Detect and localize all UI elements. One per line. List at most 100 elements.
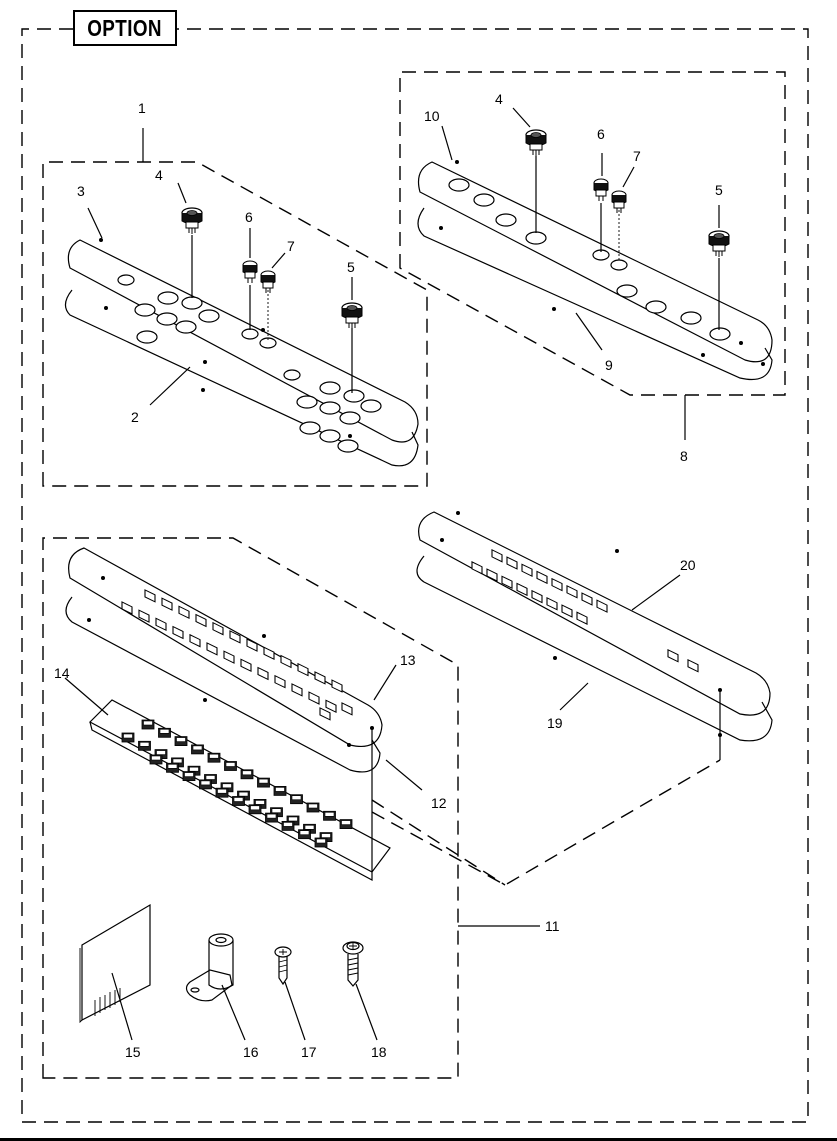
switch-cutout [546,597,558,611]
switch-cutout [561,604,573,618]
switch-icon [323,810,336,821]
callout-4-right: 4 [495,91,503,107]
leader-12 [385,759,423,791]
callout-7-left: 7 [287,238,295,254]
callout-14: 14 [54,665,70,681]
switch-icon [314,837,328,848]
option-title-box: OPTION [73,10,177,46]
callout-11: 11 [545,918,560,934]
switch-icon [199,779,212,790]
switch-icon [339,819,353,829]
button-4-icon-right [525,129,547,157]
switch-pcb-14 [89,699,391,873]
switch-cutout [189,633,201,648]
switch-cutout [246,638,258,652]
switch-icon [182,771,196,781]
leader-4a [177,182,187,204]
switch-cutout [291,683,303,697]
switch-cutout [687,658,699,673]
screw-18 [342,941,364,987]
switch-cutout [521,563,533,577]
callout-20: 20 [680,557,696,573]
switch-cutout [212,621,224,636]
switch-cutout [280,654,292,669]
switch-cutout [172,625,184,640]
bottom-rule [0,1138,837,1141]
plate-9 [417,207,773,381]
plate-3 [67,239,419,443]
leader-10 [441,125,453,161]
button-4-icon [181,207,203,235]
switch-cutout [325,699,337,714]
plate-10 [417,161,773,363]
spacer-16 [185,933,234,1002]
switch-icon [158,727,171,738]
screw-17 [274,946,292,986]
connection-lines [371,759,721,886]
switch-icon [306,802,320,813]
switch-cutout [155,617,167,632]
switch-cutout [486,568,498,582]
switch-cutout [263,646,275,661]
switch-cutout [471,561,483,575]
switch-cutout [576,611,588,625]
switch-icon [248,804,262,815]
switch-cutout [161,597,173,611]
callout-3: 3 [77,183,85,199]
plate-20-screws [440,511,722,737]
switch-icon [257,777,270,788]
callout-8: 8 [680,448,688,464]
callout-6-right: 6 [597,126,605,142]
leader-17 [284,981,306,1041]
group-11-frame [42,537,459,1079]
callout-17: 17 [301,1044,317,1060]
switch-pcb-edge [89,721,373,882]
button-7-icon [260,270,276,294]
switch-cutout [144,589,156,603]
switch-icon [121,732,135,743]
plate-12 [65,596,381,773]
plate-19 [416,555,773,742]
switch-cutout [257,666,269,681]
switch-cutout [667,649,679,663]
pcb-board-15 [79,903,151,1024]
switch-cutout [531,589,543,604]
switch-icon [281,821,295,831]
button-5-icon [341,302,363,330]
switch-cutout [536,570,548,585]
button-6-icon-right [593,178,609,202]
leader-19 [559,682,589,711]
plate-10-screws [439,160,765,366]
switch-cutout [501,575,513,589]
leader-14 [64,677,109,716]
switch-icon [174,736,188,746]
switch-icon [232,796,245,806]
plate-20-switch-cutouts [471,549,699,673]
callout-19: 19 [547,715,563,731]
switch-cutout [223,650,235,664]
plate-3-holes [117,274,382,453]
leader-20 [631,574,681,611]
switch-icon [207,752,221,763]
callout-6-left: 6 [245,209,253,225]
switch-icon [149,754,163,765]
option-title: OPTION [87,14,163,41]
callout-7-right: 7 [633,148,641,164]
switch-cutout [341,702,353,716]
switch-cutout [566,585,578,599]
switch-icon [166,762,179,773]
switch-cutout [319,707,331,721]
group-8-frame [399,71,786,396]
switch-icon [138,740,151,751]
switch-icon [224,761,237,771]
switch-icon [215,787,229,798]
switch-icon [265,812,278,823]
switch-icon [141,719,155,730]
switch-cutout [240,658,252,673]
callout-16: 16 [243,1044,259,1060]
leader-4b [512,107,531,128]
leader-13 [373,664,397,701]
switch-icon [240,769,254,780]
callout-15: 15 [125,1044,141,1060]
